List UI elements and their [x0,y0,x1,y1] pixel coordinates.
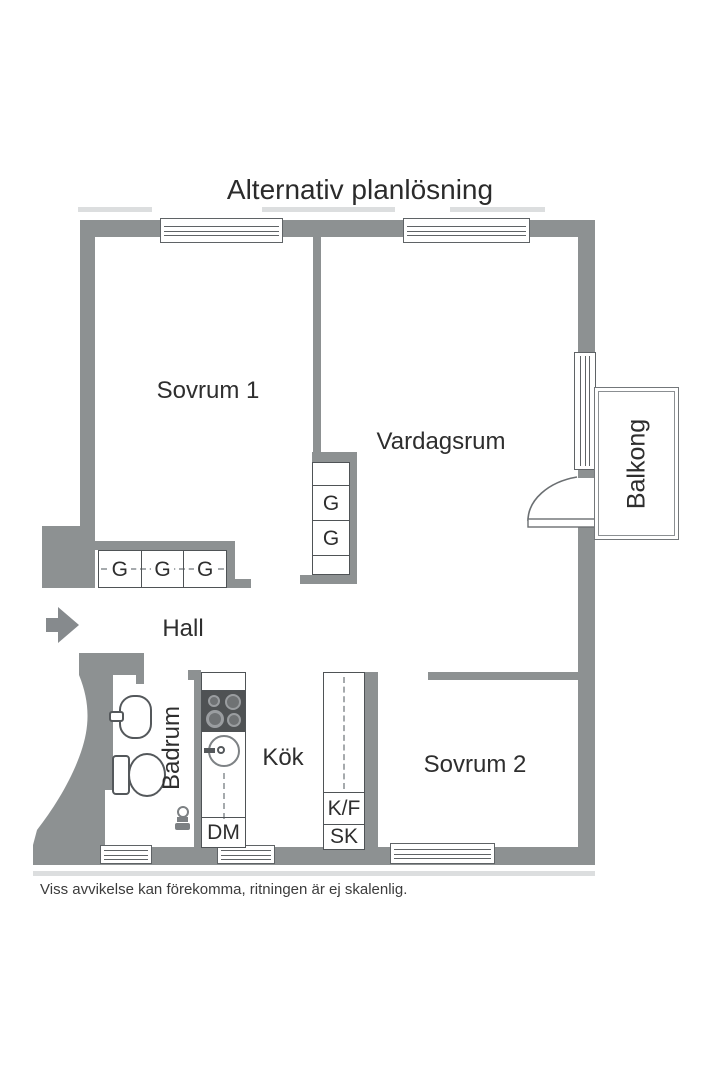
wall-kok-sovrum2 [365,672,378,865]
wall-hall-badrum [79,653,144,675]
toilet-tank-icon [112,755,130,795]
bathroom-sink-icon [119,695,152,739]
facade-strip [262,207,395,212]
facade-strip [78,207,152,212]
wall-living-wardrobe-cap [312,452,357,462]
counter-top-section [202,673,245,691]
dishwasher-cell: DM [202,817,245,847]
floor-drain-icon [175,806,190,830]
hall-wardrobe-unit: G G G [98,550,227,588]
window-badrum [100,845,152,864]
wall-living-wardrobe-side [350,462,357,584]
bathroom-sink-tap-icon [109,711,124,722]
window-kok [217,845,275,864]
burner-icon [208,695,220,707]
fridge-freezer-label: K/F [327,796,361,820]
room-label-kok: Kök [262,744,304,771]
plan-title: Alternativ planlösning [226,174,494,205]
kitchen-tap-dot-icon [217,746,225,754]
wall-left-upper [80,220,95,526]
facade-strip [450,207,545,212]
tall-cabinet-section [324,673,364,792]
room-label-hall: Hall [162,615,204,642]
room-label-vardagsrum: Vardagsrum [376,428,506,455]
kitchen-counter: DM [201,672,246,848]
balcony-door-swing-icon [527,476,578,522]
wall-right-upper [578,220,595,352]
wardrobe-label: G [194,558,217,580]
room-label-sovrum2: Sovrum 2 [423,751,527,778]
balcony-area: Balkong [594,387,679,540]
wall-hall-wardrobe-top [95,541,235,550]
wall-left-block [42,526,95,588]
wall-hall-wardrobe-side [227,550,235,588]
room-label-sovrum1: Sovrum 1 [156,377,260,404]
window-vardagsrum [403,218,530,243]
facade-strip [33,871,595,876]
kitchen-tap-icon [204,748,215,753]
cabinet-depth-line [343,677,345,789]
wall-hall-badrum-tab [136,675,144,684]
dishwasher-label: DM [207,820,240,844]
wardrobe-cell: G [313,485,349,520]
wall-living-wardrobe-foot [300,575,357,584]
wardrobe-cell: G [183,551,226,587]
wardrobe-label: G [319,527,343,549]
fridge-cabinet-unit: K/F SK [323,672,365,850]
wardrobe-cell [313,555,349,573]
window-sovrum2 [390,843,495,864]
wardrobe-cell: G [140,551,184,587]
wall-right-stub [578,470,595,478]
wall-top-middle [283,220,403,237]
wardrobe-label: G [108,558,131,580]
wall-sovrum1-vardagsrum [313,237,321,452]
disclaimer-text: Viss avvikelse kan förekomma, ritningen … [40,881,408,898]
wall-sovrum2-top [428,672,580,680]
room-label-badrum: Badrum [158,705,185,791]
wall-hall-wardrobe-foot [227,579,251,588]
living-wardrobe-unit: G G [312,462,350,575]
stove-icon [202,691,245,732]
burner-icon [225,694,241,710]
curved-wall [33,675,113,865]
balcony-door-leaf-icon [527,518,596,528]
entry-arrow-icon [46,607,79,643]
window-balcony-door [574,352,596,470]
burner-icon [206,710,224,728]
fridge-freezer-cell: K/F [324,792,364,825]
window-sovrum1 [160,218,283,243]
counter-depth-line [223,773,225,819]
wardrobe-label: G [151,558,174,580]
cabinet-label: SK [329,824,358,848]
wardrobe-cell: G [313,520,349,555]
wardrobe-cell [313,463,349,485]
wall-right-lower [578,527,595,865]
wardrobe-label: G [319,492,343,514]
wall-top-left [80,220,160,237]
wall-badrum-kok [194,670,201,865]
burner-icon [227,713,241,727]
wardrobe-cell: G [99,551,141,587]
cabinet-cell: SK [324,825,364,848]
room-label-balkong: Balkong [622,418,651,510]
